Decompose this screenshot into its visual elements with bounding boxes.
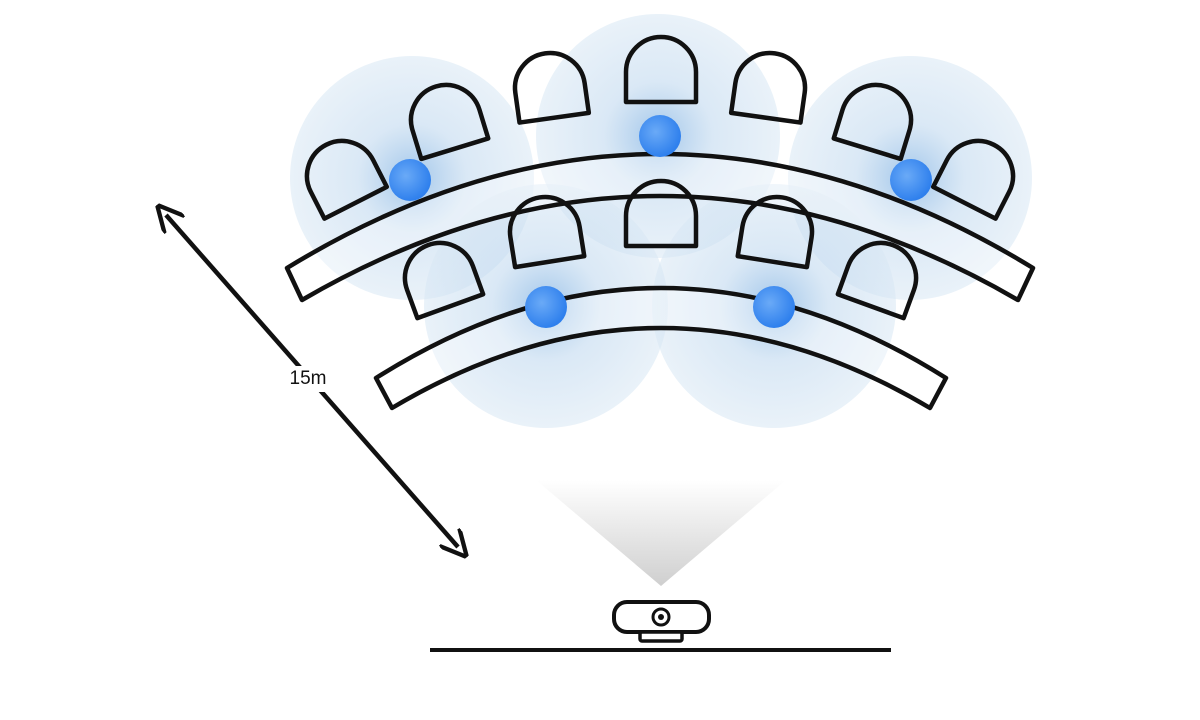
seat — [728, 50, 808, 125]
microphone-pod-icon — [753, 286, 795, 328]
distance-label: 15m — [278, 366, 338, 392]
seat — [623, 34, 699, 105]
back-row-seats — [304, 34, 1016, 221]
seat — [735, 194, 815, 270]
seat — [623, 178, 699, 249]
seat — [512, 50, 592, 125]
microphone-pod-icon — [639, 115, 681, 157]
seat — [507, 194, 587, 270]
microphone-pod-icon — [389, 159, 431, 201]
seat — [408, 82, 491, 162]
microphone-pods — [389, 115, 932, 328]
camera-field-of-view — [536, 480, 786, 586]
seat — [831, 82, 914, 162]
seat — [304, 138, 390, 221]
camera-icon — [612, 600, 711, 643]
microphone-pod-icon — [525, 286, 567, 328]
seat — [930, 138, 1016, 221]
microphone-pod-icon — [890, 159, 932, 201]
seat — [835, 240, 919, 321]
